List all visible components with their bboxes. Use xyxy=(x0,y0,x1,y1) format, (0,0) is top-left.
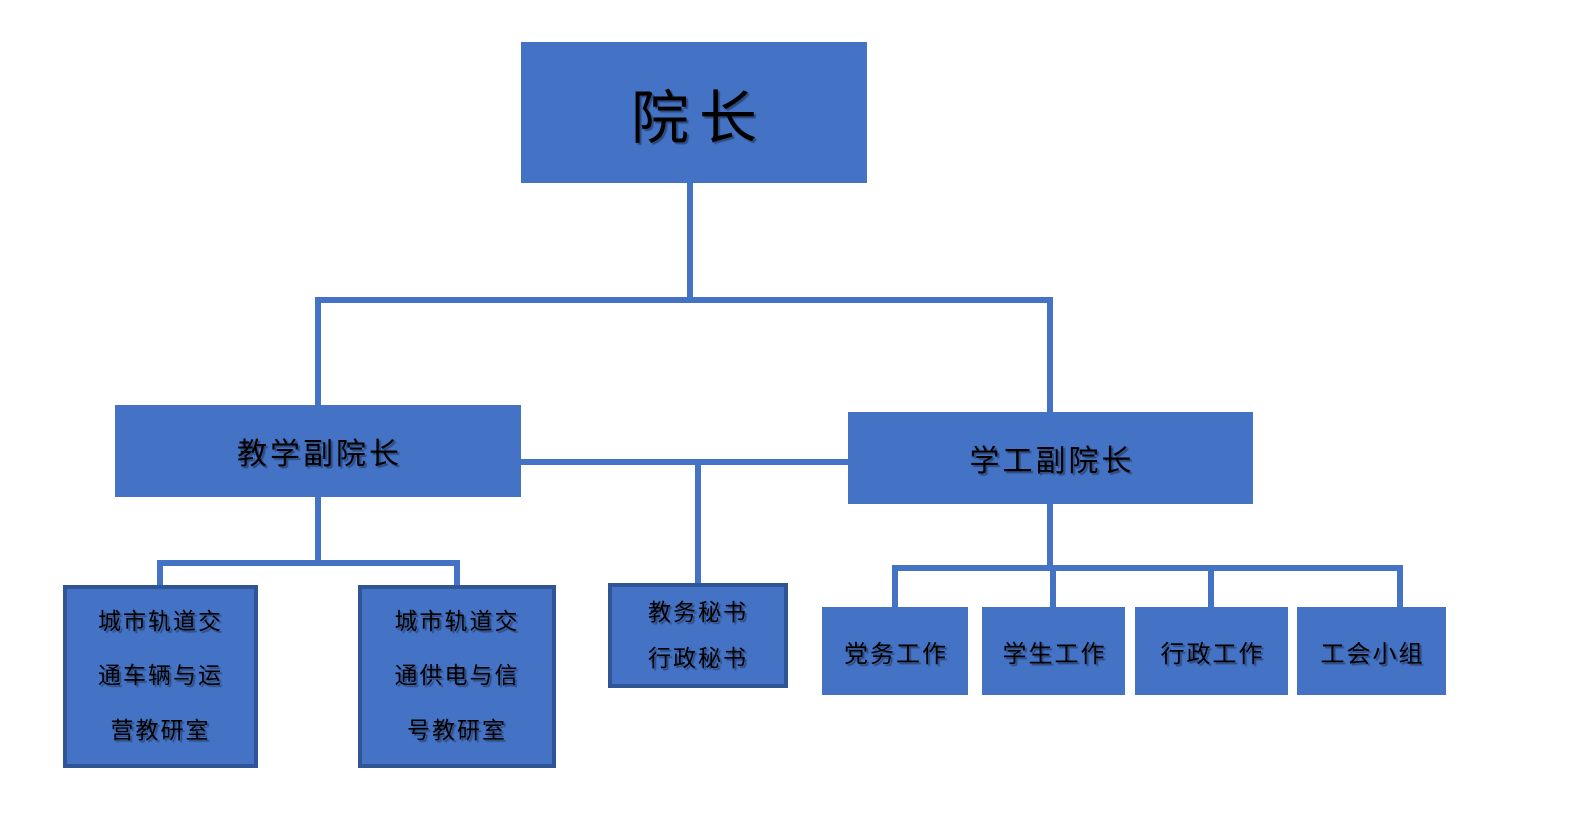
connector-dean-down xyxy=(687,183,693,300)
connector-vice-link xyxy=(521,459,848,465)
org-node-secretary-line2: 行政秘书 xyxy=(648,645,748,671)
org-node-party-work: 党务工作 xyxy=(822,607,968,695)
org-node-dean-label: 院长 xyxy=(630,85,767,151)
connector-stub-party-work xyxy=(892,565,898,607)
connector-teaching-rail xyxy=(157,560,460,566)
org-node-office-signal-line1: 城市轨道交 xyxy=(394,609,520,635)
org-node-union-group: 工会小组 xyxy=(1297,607,1446,695)
org-node-office-vehicle-line2: 通车辆与运 xyxy=(98,663,223,689)
org-node-party-work-label: 党务工作 xyxy=(844,641,948,668)
connector-vice-teaching-down xyxy=(315,497,321,563)
connector-stub-union-group xyxy=(1397,565,1403,607)
org-node-office-vehicle-operations: 城市轨道交 通车辆与运 营教研室 xyxy=(63,585,258,768)
org-node-secretary-line1: 教务秘书 xyxy=(648,599,748,625)
org-node-office-power-signal: 城市轨道交 通供电与信 号教研室 xyxy=(358,585,556,768)
org-node-admin-work-label: 行政工作 xyxy=(1160,641,1265,668)
connector-drop-vice-student xyxy=(1047,297,1053,412)
org-node-office-vehicle-line3: 营教研室 xyxy=(110,717,211,743)
connector-stub-office-vehicle xyxy=(157,560,163,587)
connector-drop-secretary xyxy=(695,459,701,583)
org-node-vice-dean-student-label: 学工副院长 xyxy=(969,445,1135,478)
org-node-admin-work: 行政工作 xyxy=(1135,607,1288,695)
org-node-office-signal-line3: 号教研室 xyxy=(407,717,507,743)
org-node-vice-dean-student: 学工副院长 xyxy=(848,412,1253,504)
org-node-union-group-label: 工会小组 xyxy=(1320,641,1425,668)
org-node-vice-dean-teaching-label: 教学副院长 xyxy=(237,438,402,471)
org-node-secretary: 教务秘书 行政秘书 xyxy=(608,583,788,688)
org-node-student-work: 学生工作 xyxy=(982,607,1125,695)
connector-level1-rail xyxy=(315,297,1053,303)
connector-vice-student-down xyxy=(1047,504,1053,565)
org-node-office-signal-line2: 通供电与信 xyxy=(394,663,520,689)
org-node-vice-dean-teaching: 教学副院长 xyxy=(115,405,521,497)
connector-stub-office-signal xyxy=(454,560,460,587)
org-node-office-vehicle-line1: 城市轨道交 xyxy=(98,609,223,635)
connector-student-rail xyxy=(892,565,1403,571)
connector-drop-vice-teaching xyxy=(315,297,321,405)
connector-stub-admin-work xyxy=(1208,565,1214,607)
connector-stub-student-work xyxy=(1050,565,1056,607)
org-node-student-work-label: 学生工作 xyxy=(1002,641,1107,668)
org-node-dean: 院长 xyxy=(521,42,867,183)
